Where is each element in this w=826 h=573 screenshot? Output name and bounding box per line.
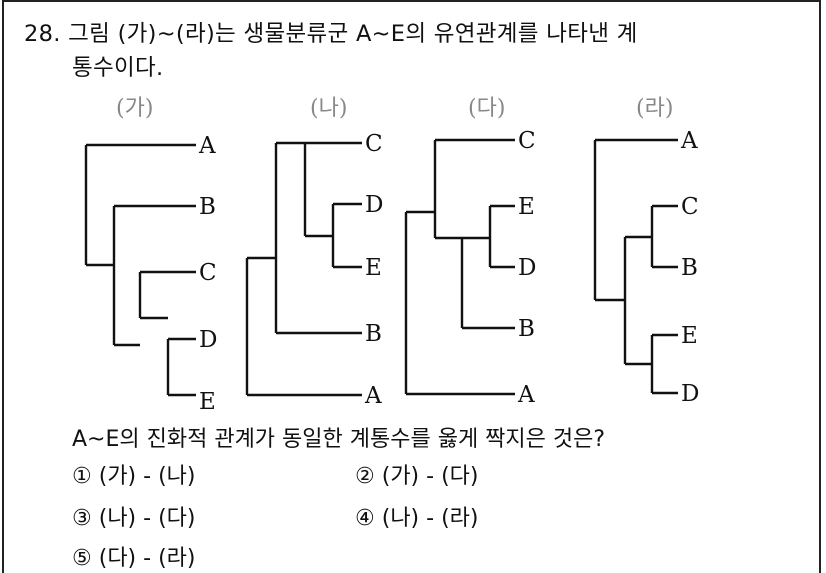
tree-ga-leaf-4: D: [199, 327, 217, 353]
tree-na-leaf-4: B: [365, 321, 382, 347]
tree-ga-leaf-1: A: [198, 133, 216, 159]
choice-3-mark: ③: [72, 506, 92, 531]
tree-da: (다) C E D B A: [404, 96, 536, 408]
tree-na-branches: [245, 141, 362, 397]
tree-ra-leaf-5: D: [681, 381, 699, 407]
tree-ra-leaf-2: C: [681, 194, 699, 220]
choice-3[interactable]: ③ (나) - (다): [72, 500, 195, 532]
choice-1-mark: ①: [72, 464, 92, 489]
question-number: 28.: [24, 21, 61, 47]
tree-ga-branches: [84, 143, 196, 397]
choice-5[interactable]: ⑤ (다) - (라): [72, 540, 195, 572]
tree-ga: (가) A B C D E: [84, 96, 217, 415]
tree-da-leaf-3: D: [518, 255, 536, 281]
tree-na-leaf-1: C: [365, 131, 383, 157]
choice-4-text: (나) - (라): [381, 506, 479, 531]
tree-ra-leaf-3: B: [681, 255, 698, 281]
tree-da-branches: [404, 138, 515, 396]
tree-ga-leaf-3: C: [199, 260, 217, 286]
question-line-1: 28. 그림 (가)~(라)는 생물분류군 A~E의 유연관계를 나타낸 계: [24, 16, 638, 48]
tree-ga-leaf-5: E: [199, 389, 216, 415]
tree-da-leaf-1: C: [518, 128, 536, 154]
tree-na-leaf-5: A: [364, 383, 382, 409]
choice-4[interactable]: ④ (나) - (라): [355, 500, 478, 532]
question-text-1: 그림 (가)~(라)는 생물분류군 A~E의 유연관계를 나타낸 계: [68, 21, 638, 47]
choice-2[interactable]: ② (가) - (다): [355, 458, 478, 490]
choice-4-mark: ④: [355, 506, 375, 531]
tree-na-leaf-2: D: [365, 192, 383, 218]
tree-da-leaf-5: A: [517, 382, 535, 408]
question-line-2: 통수이다.: [72, 55, 164, 81]
tree-ra: (라) A C B E D: [593, 96, 699, 407]
tree-ga-label: (가): [116, 96, 153, 121]
choice-5-mark: ⑤: [72, 546, 92, 571]
tree-ra-branches: [593, 138, 678, 395]
tree-da-leaf-4: B: [518, 316, 535, 342]
choice-2-text: (가) - (다): [381, 464, 479, 489]
tree-ga-leaf-2: B: [199, 194, 216, 220]
question-prompt: A~E의 진화적 관계가 동일한 계통수를 옳게 짝지은 것은?: [72, 427, 606, 452]
choice-2-mark: ②: [355, 464, 375, 489]
tree-ra-leaf-1: A: [680, 128, 698, 154]
tree-na-label: (나): [310, 96, 347, 121]
tree-na: (나) C D E B A: [245, 96, 383, 409]
tree-da-leaf-2: E: [518, 194, 535, 220]
choice-1-text: (가) - (나): [98, 464, 196, 489]
choice-1[interactable]: ① (가) - (나): [72, 458, 195, 490]
choice-5-text: (다) - (라): [98, 546, 196, 571]
tree-ra-leaf-4: E: [681, 323, 698, 349]
tree-ra-label: (라): [636, 96, 673, 121]
tree-na-leaf-3: E: [365, 255, 382, 281]
tree-da-label: (다): [468, 96, 505, 121]
choice-3-text: (나) - (다): [98, 506, 196, 531]
